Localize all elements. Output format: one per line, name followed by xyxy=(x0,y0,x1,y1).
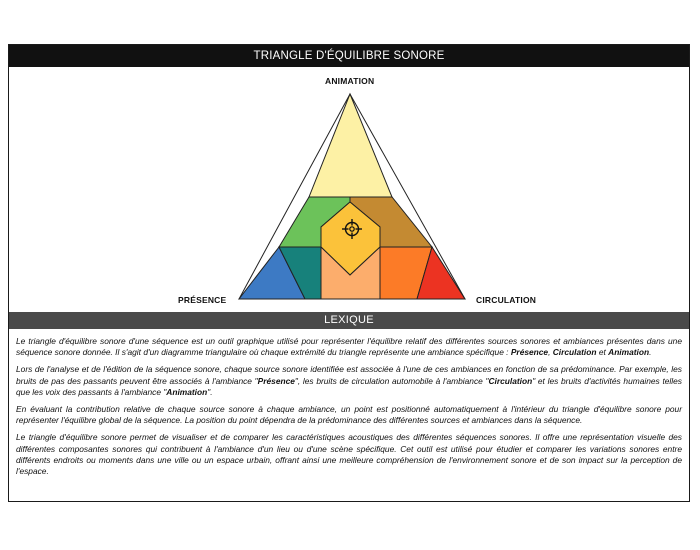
term-presence: Présence xyxy=(510,347,549,358)
text-span: ". xyxy=(207,386,213,397)
zone-animation xyxy=(308,92,393,198)
term-animation: Animation xyxy=(608,347,650,358)
lexique-paragraph-3: En évaluant la contribution relative de … xyxy=(16,404,682,426)
text-span: ", les bruits de circulation automobile … xyxy=(294,375,489,386)
text-span: et xyxy=(596,347,609,358)
lexique-paragraph-4: Le triangle d'équilibre sonore permet de… xyxy=(16,432,682,477)
vertex-label-animation: ANIMATION xyxy=(325,76,375,86)
lexique-title: LEXIQUE xyxy=(9,312,689,329)
triangle-diagram: ANIMATION PRÉSENCE CIRCULATION xyxy=(9,67,689,313)
vertex-label-presence: PRÉSENCE xyxy=(178,295,227,305)
triangle-outline xyxy=(238,92,466,300)
text-span: . xyxy=(649,347,652,358)
vertex-label-circulation: CIRCULATION xyxy=(476,295,537,305)
text-span: Le triangle d'équilibre sonore d'une séq… xyxy=(16,336,682,358)
panel-title: TRIANGLE D'ÉQUILIBRE SONORE xyxy=(9,45,689,67)
term-circulation: Circulation xyxy=(488,375,533,386)
term-presence: Présence xyxy=(257,375,295,386)
text-span: " et les bruits d'activités humaines tel… xyxy=(16,375,682,397)
text-span: Lors de l'analyse et de l'édition de la … xyxy=(16,364,682,386)
term-circulation: Circulation xyxy=(552,347,597,358)
crosshair-icon xyxy=(342,219,362,239)
lexique-paragraph-2: Lors de l'analyse et de l'édition de la … xyxy=(16,364,682,398)
text-span: , xyxy=(548,347,553,358)
lexique-body: Le triangle d'équilibre sonore d'une séq… xyxy=(16,336,682,483)
lexique-paragraph-1: Le triangle d'équilibre sonore d'une séq… xyxy=(16,336,682,358)
term-animation: Animation xyxy=(166,386,208,397)
triangle-svg xyxy=(237,92,466,300)
sound-balance-panel: TRIANGLE D'ÉQUILIBRE SONORE ANIMATION PR… xyxy=(8,44,690,502)
